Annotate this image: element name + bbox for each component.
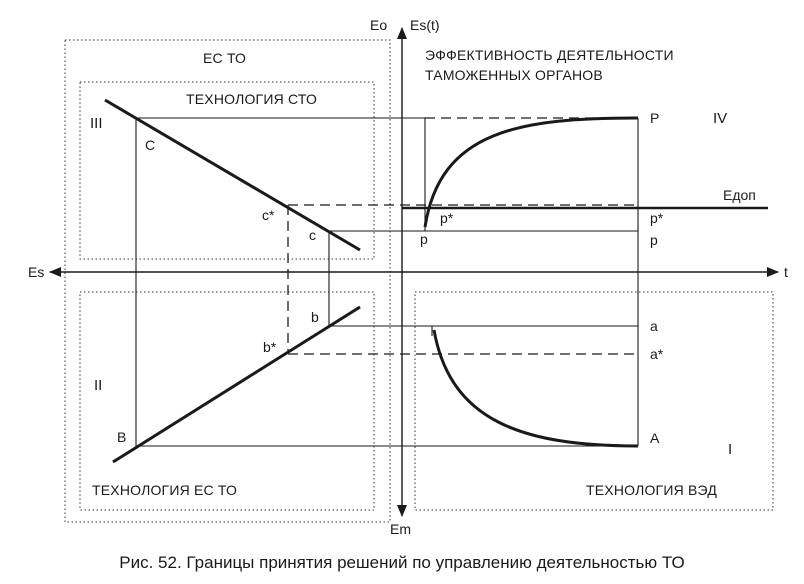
sto-tech-box xyxy=(79,81,375,260)
quadrant-label-IV: IV xyxy=(713,110,727,127)
point-label-A: A xyxy=(650,430,660,446)
point-label-p-star-curve: p* xyxy=(440,210,454,226)
axis-label-es-t: Es(t) xyxy=(410,17,440,33)
point-label-c-star: c* xyxy=(262,207,275,223)
edop-label: Едоп xyxy=(723,187,756,203)
region-es-to-tech-title: ТЕХНОЛОГИЯ ЕС ТО xyxy=(92,482,237,498)
region-es-to-title: ЕС ТО xyxy=(203,50,246,66)
es-to-outer-box xyxy=(64,39,391,523)
quadrant-label-II: II xyxy=(94,377,102,394)
axis-label-es: Es xyxy=(28,264,44,280)
lower-diagonal-line xyxy=(112,305,361,464)
point-label-P: P xyxy=(650,110,659,126)
efficiency-curve-upper xyxy=(423,116,639,228)
point-label-a-star: a* xyxy=(650,346,664,362)
axis-label-eo: Eo xyxy=(370,17,387,33)
axis-label-em: Em xyxy=(390,521,411,537)
quadrant-label-I: I xyxy=(728,441,732,458)
figure-caption: Рис. 52. Границы принятия решений по упр… xyxy=(119,553,684,572)
point-label-p-star-right: p* xyxy=(650,210,664,226)
point-label-C: C xyxy=(145,137,155,153)
quadrant-label-III: III xyxy=(90,115,103,132)
point-label-B: B xyxy=(117,429,126,445)
point-label-p-curve: p xyxy=(420,231,428,247)
efficiency-title-line2: ТАМОЖЕННЫХ ОРГАНОВ xyxy=(425,67,603,83)
region-sto-tech-title: ТЕХНОЛОГИЯ СТО xyxy=(186,91,317,107)
point-label-p-right: p xyxy=(650,232,658,248)
point-label-b: b xyxy=(311,309,319,325)
point-label-c: c xyxy=(309,227,316,243)
efficiency-title-line1: ЭФФЕКТИВНОСТЬ ДЕЯТЕЛЬНОСТИ xyxy=(425,47,674,63)
point-label-a: a xyxy=(650,318,658,334)
efficiency-curve-lower xyxy=(432,329,639,448)
region-ved-tech-title: ТЕХНОЛОГИЯ ВЭД xyxy=(586,482,717,498)
axis-label-t: t xyxy=(784,264,788,280)
point-label-b-star: b* xyxy=(263,339,277,355)
upper-diagonal-line xyxy=(104,98,361,252)
